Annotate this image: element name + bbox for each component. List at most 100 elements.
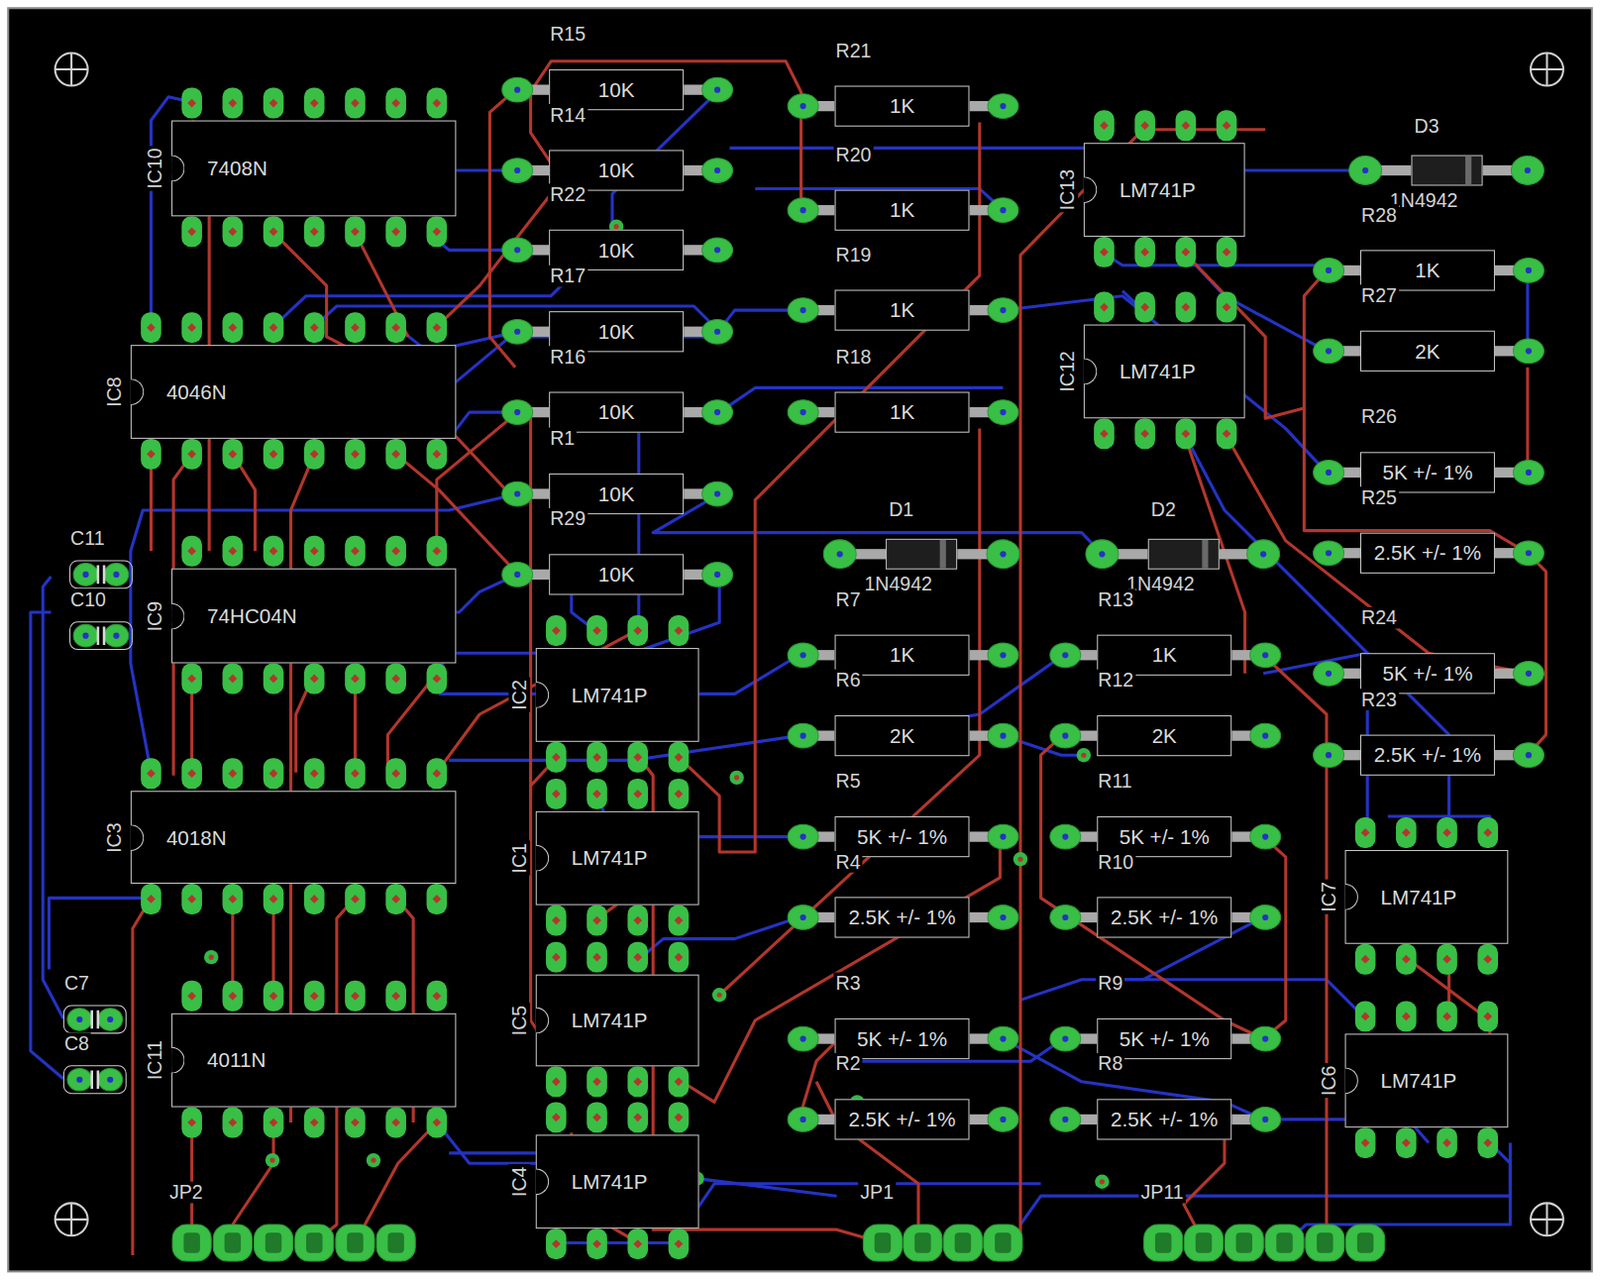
part-value: 2K xyxy=(1152,724,1177,747)
ic-part-number: LM741P xyxy=(1381,1068,1458,1092)
pad-hole xyxy=(1362,167,1369,174)
pad xyxy=(702,562,734,588)
pad xyxy=(702,158,734,184)
pin-hole xyxy=(1222,120,1232,130)
ic-pin xyxy=(181,88,203,119)
part-name: R16 xyxy=(547,345,588,368)
ic-pin xyxy=(668,1101,690,1133)
ic-pin xyxy=(385,663,407,695)
pin-hole xyxy=(674,626,684,636)
via-hole xyxy=(269,1158,275,1164)
part-name: R3 xyxy=(834,972,863,995)
ic-reference: IC12 xyxy=(1057,348,1079,394)
pad xyxy=(987,723,1019,748)
ic-pin xyxy=(627,942,648,973)
part-value: 10K xyxy=(598,320,636,343)
ic-pin xyxy=(263,1107,285,1139)
pin-hole xyxy=(1180,303,1190,313)
pin-hole xyxy=(187,226,197,236)
pad xyxy=(986,539,1020,569)
pin-hole xyxy=(310,768,320,778)
pad-hole xyxy=(514,490,521,497)
ic-pin xyxy=(344,535,366,567)
ic-pin xyxy=(1436,944,1458,975)
ic-pin xyxy=(545,615,567,646)
pad xyxy=(98,1008,123,1032)
part-value: 2K xyxy=(1414,339,1440,363)
ic-pin xyxy=(140,438,162,470)
pin-hole xyxy=(227,894,237,904)
header-pad-hole xyxy=(265,1232,282,1254)
pin-hole xyxy=(431,449,441,459)
header-pad-hole xyxy=(1276,1232,1292,1254)
connector-name: JP11 xyxy=(1138,1181,1185,1204)
ic-reference: IC10 xyxy=(144,145,167,191)
pad xyxy=(702,77,734,103)
ic-pin xyxy=(222,980,244,1012)
ic-pin xyxy=(426,438,448,470)
pin-hole xyxy=(350,991,360,1001)
part-name: D2 xyxy=(1149,499,1178,522)
pad-hole xyxy=(1525,751,1532,758)
resistor-body: R82.5K +/- 1% xyxy=(1096,1098,1232,1140)
pad xyxy=(1050,824,1081,850)
ic-pin xyxy=(1134,236,1156,268)
pad xyxy=(502,562,534,588)
pin-hole xyxy=(310,546,320,556)
part-name: D1 xyxy=(886,499,916,522)
pin-hole xyxy=(592,953,602,962)
pad xyxy=(1313,743,1345,768)
ic-pin xyxy=(222,215,244,247)
part-name: R19 xyxy=(834,243,874,266)
pin-hole xyxy=(391,226,401,236)
ic-pin xyxy=(1477,1127,1498,1159)
ic-package: IC974HC04N xyxy=(171,568,456,664)
pad-hole xyxy=(714,328,721,335)
pin-hole xyxy=(1099,303,1109,313)
ic-reference: IC1 xyxy=(508,841,531,876)
ic-pin xyxy=(1093,418,1115,449)
pad-hole xyxy=(1062,1035,1068,1042)
part-value: 5K +/- 1% xyxy=(1382,661,1473,685)
resistor-body: R1610K xyxy=(548,392,684,433)
bottom-trace xyxy=(130,494,518,773)
pad-hole xyxy=(1525,347,1532,354)
ic-reference: IC11 xyxy=(144,1038,167,1082)
pin-hole xyxy=(633,1112,642,1122)
ic-pin xyxy=(222,1107,244,1139)
header-pad xyxy=(376,1224,416,1262)
ic-pin xyxy=(263,663,285,695)
ic-pin xyxy=(1216,292,1238,323)
resistor-body: R191K xyxy=(835,290,970,331)
part-value: 1N4942 xyxy=(861,573,935,596)
capacitor-body: C8 xyxy=(63,1065,127,1094)
ic-pin xyxy=(304,1107,325,1139)
pad-hole xyxy=(1062,1116,1068,1123)
header-pad xyxy=(983,1224,1023,1262)
pad-hole xyxy=(999,1035,1006,1042)
ic-pin xyxy=(304,663,325,695)
part-value: 10K xyxy=(598,482,636,506)
part-value: 10K xyxy=(598,563,636,587)
pin-hole xyxy=(633,916,642,926)
ic-package: IC7LM741P xyxy=(1345,850,1509,945)
ic-part-number: LM741P xyxy=(571,1009,648,1033)
ic-pin xyxy=(304,757,325,789)
header-pad xyxy=(862,1224,902,1262)
part-value: 5K +/- 1% xyxy=(856,825,948,849)
pin-hole xyxy=(310,991,320,1001)
pad-hole xyxy=(999,409,1006,416)
pad-hole xyxy=(1062,651,1068,658)
pad-hole xyxy=(1325,670,1332,677)
part-value: 5K +/- 1% xyxy=(856,1027,948,1051)
ic-pin xyxy=(385,215,407,247)
pad xyxy=(1512,660,1544,686)
ic-pin xyxy=(304,215,325,247)
ic-pin xyxy=(668,778,690,810)
pin-hole xyxy=(674,752,684,762)
resistor-body: R201K xyxy=(835,190,970,231)
header-pad-hole xyxy=(1236,1232,1253,1254)
pin-hole xyxy=(633,1076,642,1086)
pad xyxy=(502,158,534,184)
pin-hole xyxy=(551,626,561,636)
